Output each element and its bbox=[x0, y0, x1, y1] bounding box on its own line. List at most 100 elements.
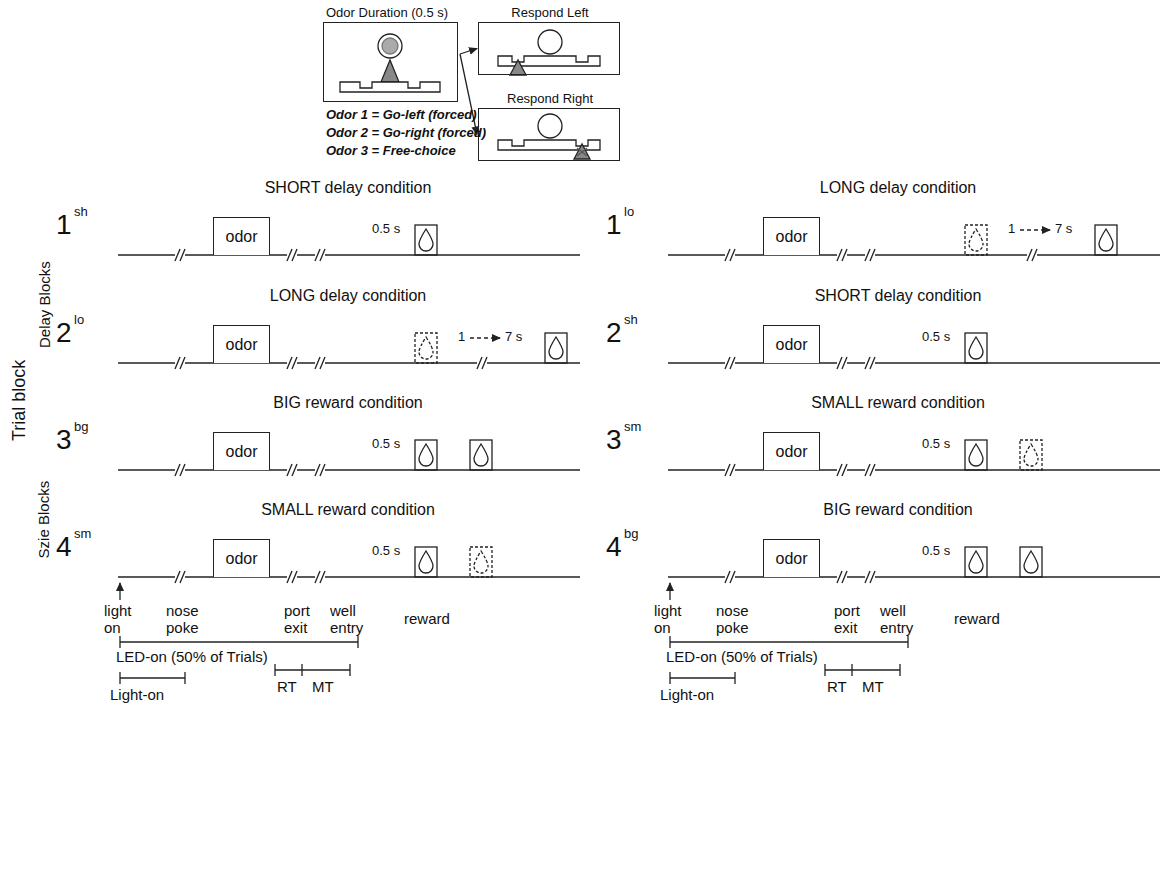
odor-text: odor bbox=[225, 228, 257, 246]
bracket bbox=[851, 664, 852, 676]
block-superscript: bg bbox=[624, 527, 638, 542]
break-mark bbox=[175, 464, 180, 476]
odor-key: Odor 3 = Free-choice bbox=[326, 144, 456, 159]
event-label: reward bbox=[404, 610, 450, 627]
response-arrow bbox=[460, 49, 477, 55]
reward-well bbox=[965, 333, 987, 363]
bracket bbox=[120, 677, 185, 678]
bracket bbox=[907, 636, 908, 648]
condition-title: LONG delay condition bbox=[820, 179, 977, 197]
reward-well bbox=[415, 547, 437, 577]
reward-well bbox=[415, 440, 437, 470]
reward-drop bbox=[474, 444, 488, 466]
break-mark bbox=[292, 249, 297, 261]
axis-title: Trial block bbox=[10, 359, 31, 440]
start-arrow bbox=[119, 583, 120, 600]
break-mark bbox=[477, 357, 482, 369]
break-mark bbox=[287, 357, 292, 369]
break-mark bbox=[725, 249, 730, 261]
odor-text: odor bbox=[225, 443, 257, 461]
break-mark bbox=[730, 249, 735, 261]
odor-text: odor bbox=[775, 336, 807, 354]
odor-text: odor bbox=[225, 336, 257, 354]
bracket bbox=[669, 636, 670, 648]
break-mark bbox=[320, 464, 325, 476]
bracket-label: MT bbox=[312, 678, 334, 695]
break-mark bbox=[842, 464, 847, 476]
break-mark bbox=[837, 571, 842, 583]
task-panel: Respond Left bbox=[478, 22, 620, 75]
break-mark bbox=[865, 249, 870, 261]
break-mark bbox=[175, 249, 180, 261]
reward-well bbox=[415, 333, 437, 363]
block-number: 1 bbox=[56, 209, 72, 241]
condition-title: BIG reward condition bbox=[273, 394, 422, 412]
block-superscript: lo bbox=[624, 205, 634, 220]
block-number: 2 bbox=[606, 317, 622, 349]
break-mark bbox=[315, 464, 320, 476]
block-number: 4 bbox=[56, 531, 72, 563]
delay-end: 7 s bbox=[505, 330, 522, 345]
break-mark bbox=[175, 357, 180, 369]
reward-drop bbox=[474, 551, 488, 573]
odor-box: odor bbox=[213, 217, 270, 255]
reward-well bbox=[470, 547, 492, 577]
odor-box: odor bbox=[763, 217, 820, 255]
odor-box: odor bbox=[763, 325, 820, 363]
break-mark bbox=[837, 249, 842, 261]
timeline bbox=[668, 469, 1160, 470]
odor-box: odor bbox=[213, 539, 270, 577]
event-label: well entry bbox=[880, 602, 922, 637]
break-mark bbox=[725, 357, 730, 369]
bracket-label: Light-on bbox=[110, 686, 164, 703]
delay-value: 0.5 s bbox=[922, 330, 950, 345]
delay-arrow bbox=[470, 337, 500, 338]
block-number: 4 bbox=[606, 531, 622, 563]
bracket-label: RT bbox=[277, 678, 297, 695]
break-mark bbox=[180, 571, 185, 583]
break-mark bbox=[287, 249, 292, 261]
block-number: 1 bbox=[606, 209, 622, 241]
reward-drop bbox=[1024, 551, 1038, 573]
break-mark bbox=[315, 571, 320, 583]
bracket bbox=[825, 669, 900, 670]
bracket bbox=[275, 669, 350, 670]
break-mark bbox=[482, 357, 487, 369]
bracket bbox=[669, 672, 670, 684]
break-mark bbox=[292, 464, 297, 476]
event-label: port exit bbox=[284, 602, 320, 637]
odor-box: odor bbox=[213, 432, 270, 470]
reward-well bbox=[1020, 547, 1042, 577]
break-mark bbox=[180, 464, 185, 476]
delay-end: 7 s bbox=[1055, 222, 1072, 237]
group-title: Delay Blocks bbox=[35, 262, 52, 349]
block-number: 3 bbox=[606, 424, 622, 456]
condition-title: SMALL reward condition bbox=[261, 501, 435, 519]
break-mark bbox=[320, 249, 325, 261]
block-superscript: sm bbox=[74, 527, 91, 542]
event-label: light on bbox=[654, 602, 696, 637]
reward-drop bbox=[969, 229, 983, 251]
group-title: Szie Blocks bbox=[35, 481, 52, 559]
block-superscript: bg bbox=[74, 420, 88, 435]
block-number: 3 bbox=[56, 424, 72, 456]
reward-drop bbox=[1024, 444, 1038, 466]
bracket bbox=[670, 641, 908, 642]
delay-start: 1 bbox=[458, 330, 465, 345]
reward-well bbox=[1095, 225, 1117, 255]
break-mark bbox=[292, 571, 297, 583]
odor-text: odor bbox=[775, 550, 807, 568]
bracket bbox=[824, 664, 825, 676]
delay-value: 0.5 s bbox=[372, 544, 400, 559]
break-mark bbox=[315, 249, 320, 261]
timeline bbox=[668, 576, 1160, 577]
reward-drop bbox=[969, 444, 983, 466]
bracket bbox=[301, 664, 302, 676]
delay-value: 0.5 s bbox=[922, 544, 950, 559]
bracket bbox=[670, 677, 735, 678]
break-mark bbox=[180, 357, 185, 369]
delay-value: 0.5 s bbox=[372, 222, 400, 237]
break-mark bbox=[287, 571, 292, 583]
